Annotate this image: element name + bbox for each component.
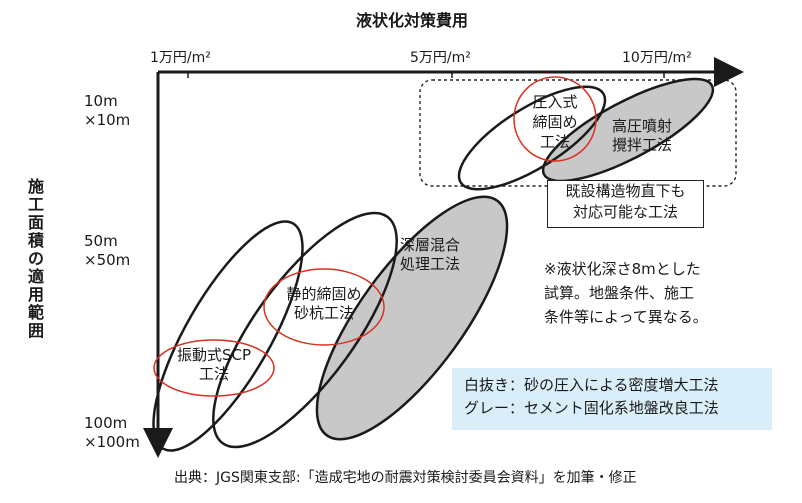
y-tick-2: 50m ×50m bbox=[84, 232, 130, 270]
x-tick-1: 1万円/m² bbox=[150, 50, 211, 66]
dotted-region bbox=[419, 79, 737, 187]
y-tick-3-line2: ×100m bbox=[84, 432, 140, 451]
y-tick-1-line2: ×10m bbox=[84, 110, 131, 129]
ellipse-jet-grouting bbox=[541, 77, 715, 183]
highlight-vibro-scp bbox=[153, 339, 275, 397]
y-tick-1-line1: 10m bbox=[84, 92, 118, 110]
method-label-line: 工法 bbox=[539, 133, 570, 151]
y-tick-3-line1: 100m bbox=[84, 414, 128, 432]
legend-line-white: 白抜き：砂の圧入による密度増大工法 bbox=[464, 376, 719, 394]
y-tick-2-line1: 50m bbox=[84, 232, 118, 250]
method-label-jet-grouting: 高圧噴射 攪拌工法 bbox=[600, 117, 684, 155]
y-axis-title: 施工面積の適用範囲 bbox=[27, 177, 44, 340]
y-tick-2-line2: ×50m bbox=[84, 250, 131, 269]
source-caption: 出典：JGS関東支部:「造成宅地の耐震対策検討委員会資料」を加筆・修正 bbox=[174, 470, 637, 486]
method-label-line: 静的締固め bbox=[286, 285, 362, 303]
method-label-line: 砂杭工法 bbox=[293, 303, 354, 322]
method-label-vibro-scp: 振動式SCP 工法 bbox=[166, 346, 262, 384]
callout-box: 既設構造物直下も 対応可能な工法 bbox=[547, 180, 704, 228]
method-label-deep-mixing: 深層混合 処理工法 bbox=[382, 236, 478, 274]
legend-box: 白抜き：砂の圧入による密度増大工法 グレー：セメント固化系地盤改良工法 bbox=[452, 368, 772, 430]
y-tick-3: 100m ×100m bbox=[84, 414, 140, 452]
x-tick-2: 5万円/m² bbox=[410, 50, 471, 66]
callout-line1: 既設構造物直下も bbox=[565, 182, 686, 200]
diagram-title: 液状化対策費用 bbox=[356, 11, 469, 30]
method-label-line: 攪拌工法 bbox=[611, 135, 672, 154]
note-line3: 条件等によって異なる。 bbox=[544, 308, 708, 326]
method-label-line: 締固め bbox=[532, 113, 578, 131]
note-line1: ※液状化深さ8mとした bbox=[544, 260, 701, 278]
highlight-static-sand-pile bbox=[263, 268, 385, 346]
method-label-compaction-grouting: 圧入式 締固め 工法 bbox=[516, 92, 594, 152]
ellipse-vibro-scp bbox=[152, 220, 304, 452]
method-label-line: 圧入式 bbox=[532, 93, 578, 111]
callout-line2: 対応可能な工法 bbox=[572, 203, 678, 221]
method-label-line: 高圧噴射 bbox=[611, 117, 672, 135]
method-label-line: 振動式SCP bbox=[176, 346, 252, 364]
method-label-static-sand-pile: 静的締固め 砂杭工法 bbox=[276, 285, 372, 323]
method-label-line: 工法 bbox=[198, 364, 229, 383]
legend-line-gray: グレー：セメント固化系地盤改良工法 bbox=[464, 399, 719, 417]
method-label-line: 深層混合 bbox=[399, 236, 460, 254]
y-tick-1: 10m ×10m bbox=[84, 92, 130, 130]
x-tick-3: 10万円/m² bbox=[622, 50, 692, 66]
method-label-line: 処理工法 bbox=[399, 254, 460, 273]
note-line2: 試算。地盤条件、施工 bbox=[544, 284, 695, 302]
note-text: ※液状化深さ8mとした 試算。地盤条件、施工 条件等によって異なる。 bbox=[544, 257, 708, 329]
ellipse-deep-mixing bbox=[315, 195, 509, 441]
highlight-compaction-grouting bbox=[513, 76, 597, 162]
ellipse-compaction-grouting bbox=[457, 85, 607, 191]
